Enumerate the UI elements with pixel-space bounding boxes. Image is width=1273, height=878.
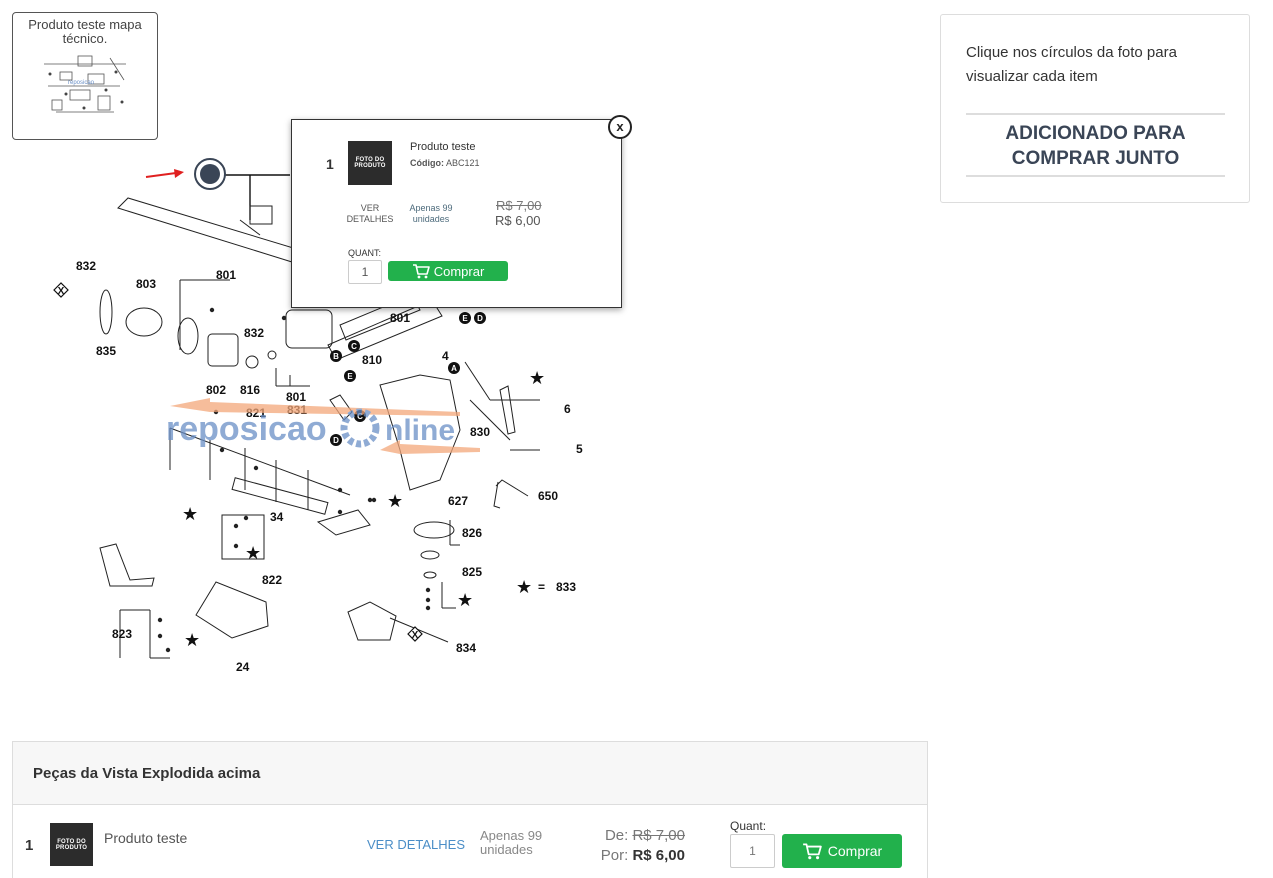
svg-text:★: ★ (184, 630, 200, 651)
popup-image-label: FOTO DO PRODUTO (354, 157, 386, 169)
svg-text:reposicao: reposicao (68, 80, 95, 86)
svg-text:6: 6 (564, 402, 571, 416)
quantity-label: Quant: (730, 819, 767, 833)
svg-text:★: ★ (529, 368, 545, 389)
svg-text:E: E (347, 372, 353, 381)
popup-stock-note: Apenas 99 unidades (409, 203, 453, 224)
svg-text:835: 835 (96, 344, 116, 358)
svg-text:nline: nline (385, 414, 455, 447)
svg-text:X: X (412, 630, 419, 641)
new-price: R$ 6,00 (632, 847, 685, 864)
buy-label: Comprar (827, 843, 883, 859)
old-price-prefix: De: (604, 827, 629, 844)
quantity-input[interactable] (730, 834, 775, 868)
svg-text:D: D (333, 436, 339, 445)
close-icon[interactable]: x (608, 115, 632, 139)
old-price: R$ 7,00 (632, 827, 685, 844)
svg-text:801: 801 (216, 268, 236, 282)
svg-text:833: 833 (556, 580, 576, 594)
svg-text:C: C (351, 342, 357, 351)
svg-text:801: 801 (286, 390, 306, 404)
svg-text:802: 802 (206, 383, 226, 397)
cart-icon (802, 843, 822, 860)
svg-text:816: 816 (240, 383, 260, 397)
parts-list: Peças da Vista Explodida acima 1 FOTO DO… (12, 741, 928, 878)
svg-text:X: X (58, 286, 65, 297)
svg-text:=: = (538, 580, 545, 594)
parts-list-title: Peças da Vista Explodida acima (33, 765, 261, 782)
hotspot-marker[interactable] (194, 158, 226, 190)
popup-new-price: R$ 6,00 (495, 213, 541, 228)
svg-text:801: 801 (390, 311, 410, 325)
popup-code-label: Código: (410, 158, 444, 168)
popup-item-number: 1 (326, 156, 334, 172)
svg-text:650: 650 (538, 489, 558, 503)
svg-text:A: A (451, 364, 457, 373)
svg-text:832: 832 (244, 326, 264, 340)
view-details-link[interactable]: VER DETALHES (367, 837, 466, 852)
item-number: 1 (25, 837, 34, 854)
cart-icon (412, 264, 430, 279)
red-arrow-icon (145, 169, 184, 178)
product-image: FOTO DO PRODUTO (50, 823, 93, 866)
product-image-label: FOTO DO PRODUTO (55, 838, 88, 851)
svg-text:C: C (357, 412, 363, 421)
svg-text:627: 627 (448, 494, 468, 508)
buy-button[interactable]: Comprar (782, 834, 902, 868)
svg-text:826: 826 (462, 526, 482, 540)
svg-text:830: 830 (470, 425, 490, 439)
buy-together-title: ADICIONADO PARA COMPRAR JUNTO (966, 113, 1225, 177)
product-name: Produto teste (104, 830, 188, 846)
buy-together-panel: Clique nos círculos da foto para visuali… (940, 14, 1250, 203)
popup-quantity-input[interactable] (348, 260, 382, 284)
svg-text:★: ★ (457, 590, 473, 611)
price-block: De: R$ 7,00 Por: R$ 6,00 (591, 826, 685, 866)
popup-buy-label: Comprar (433, 263, 485, 279)
svg-text:★: ★ (387, 491, 403, 512)
svg-text:E: E (462, 314, 468, 323)
exploded-view-diagram: ★ ★ ★ ★ ★ ★ ★ = E D C B E A C D X X 832 … (53, 174, 583, 674)
old-price-line: De: R$ 7,00 (591, 826, 685, 846)
svg-text:★: ★ (516, 577, 532, 598)
svg-text:825: 825 (462, 565, 482, 579)
popup-product-code: Código: ABC121 (410, 158, 480, 168)
svg-text:34: 34 (270, 510, 284, 524)
popup-quantity-label: QUANT: (348, 248, 382, 258)
technical-map-thumbnail[interactable]: Produto teste mapa técnico. reposicao (12, 12, 158, 140)
svg-text:reposicao: reposicao (166, 410, 327, 448)
svg-text:B: B (333, 352, 339, 361)
svg-text:822: 822 (262, 573, 282, 587)
popup-code-value: ABC121 (446, 158, 480, 168)
stock-note: Apenas 99 unidades (480, 828, 543, 857)
svg-text:★: ★ (245, 543, 261, 564)
product-popup: x 1 FOTO DO PRODUTO Produto teste Código… (291, 115, 632, 308)
svg-text:823: 823 (112, 627, 132, 641)
thumbnail-diagram-image: reposicao (44, 55, 126, 113)
new-price-line: Por: R$ 6,00 (591, 846, 685, 866)
svg-text:803: 803 (136, 277, 156, 291)
list-item: 1 FOTO DO PRODUTO Produto teste VER DETA… (13, 805, 927, 878)
popup-buy-button[interactable]: Comprar (388, 261, 508, 281)
svg-text:834: 834 (456, 641, 476, 655)
popup-product-name: Produto teste (410, 141, 476, 153)
svg-text:5: 5 (576, 442, 583, 456)
parts-list-header: Peças da Vista Explodida acima (13, 742, 927, 805)
popup-old-price: R$ 7,00 (496, 198, 542, 213)
new-price-prefix: Por: (600, 847, 629, 864)
svg-text:24: 24 (236, 660, 250, 674)
hotspot-hint-text: Clique nos círculos da foto para visuali… (966, 44, 1177, 85)
popup-product-image: FOTO DO PRODUTO (348, 141, 392, 185)
svg-text:810: 810 (362, 353, 382, 367)
svg-text:D: D (477, 314, 483, 323)
thumbnail-caption: Produto teste mapa técnico. (28, 17, 142, 46)
svg-text:★: ★ (182, 504, 198, 525)
popup-view-details-link[interactable]: VER DETALHES (346, 203, 394, 224)
svg-text:4: 4 (442, 349, 449, 363)
svg-text:832: 832 (76, 259, 96, 273)
